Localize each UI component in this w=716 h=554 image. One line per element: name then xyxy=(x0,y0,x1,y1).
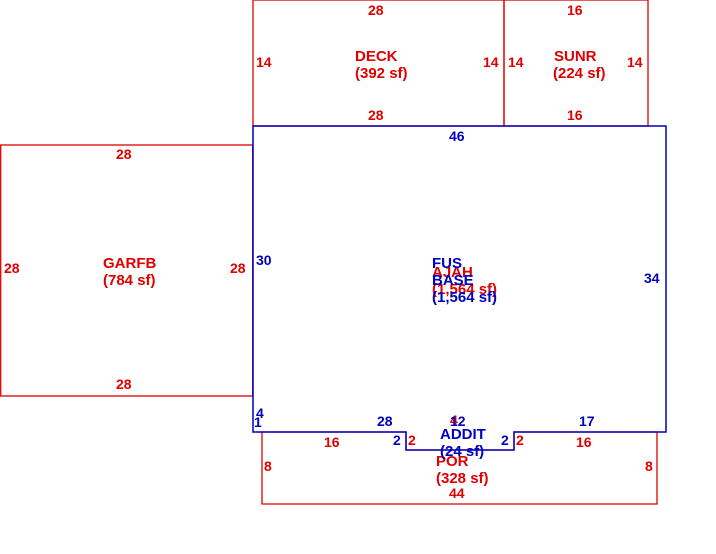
por-area: POR (328 sf) 16 16 2 2 4 8 8 44 xyxy=(261,412,658,505)
fus-area-sf: (1,564 sf) xyxy=(432,289,497,306)
por-area-sf: (328 sf) xyxy=(436,470,489,487)
por-dim-right: 8 xyxy=(645,458,653,474)
garfb-dim-top: 28 xyxy=(116,146,132,162)
por-dim-top-left: 16 xyxy=(324,434,340,450)
deck-label: DECK xyxy=(355,48,398,65)
deck-dim-left: 14 xyxy=(256,54,272,70)
main-dim-step-vert: 4 xyxy=(256,405,264,421)
sunr-label: SUNR xyxy=(554,48,597,65)
base-label: BASE xyxy=(432,272,474,289)
por-dim-bottom: 44 xyxy=(449,485,465,501)
sunr-dim-bottom: 16 xyxy=(567,107,583,123)
garfb-dim-bottom: 28 xyxy=(116,376,132,392)
addit-area-sf: (24 sf) xyxy=(440,443,484,460)
por-label: POR xyxy=(436,453,469,470)
deck-area-sf: (392 sf) xyxy=(355,65,408,82)
main-area: FUS BASE (1,564 sf) 46 30 34 28 17 4 1 xyxy=(252,125,667,451)
sunr-dim-top: 16 xyxy=(567,2,583,18)
deck-dim-top: 28 xyxy=(368,2,384,18)
por-dim-left: 8 xyxy=(264,458,272,474)
garfb-area: GARFB (784 sf) 28 28 28 28 xyxy=(0,144,254,397)
sunr-dim-left: 14 xyxy=(508,54,524,70)
por-dim-step-right: 2 xyxy=(516,432,524,448)
main-dim-bottom-right: 17 xyxy=(579,413,595,429)
main-dim-bottom-left: 28 xyxy=(377,413,393,429)
addit-dim-left: 2 xyxy=(393,432,401,448)
sunr-area: SUNR (224 sf) 16 14 14 16 xyxy=(503,0,649,127)
por-dim-step-left: 2 xyxy=(408,432,416,448)
addit-dim-right: 2 xyxy=(501,432,509,448)
por-dim-step-mid: 4 xyxy=(450,412,458,428)
main-dim-top: 46 xyxy=(449,128,465,144)
ajah-area: AJAH (1,564 sf) xyxy=(432,264,497,298)
main-dim-left: 30 xyxy=(256,252,272,268)
addit-dim-top: 12 xyxy=(450,413,466,429)
main-dim-step-horiz: 1 xyxy=(254,414,262,430)
garfb-dim-left: 28 xyxy=(4,260,20,276)
garfb-label: GARFB xyxy=(103,255,156,272)
sunr-dim-right: 14 xyxy=(627,54,643,70)
sunr-area-sf: (224 sf) xyxy=(553,65,606,82)
ajah-label: AJAH xyxy=(432,264,473,281)
garfb-dim-right: 28 xyxy=(230,260,246,276)
deck-dim-bottom: 28 xyxy=(368,107,384,123)
garfb-area-sf: (784 sf) xyxy=(103,272,156,289)
deck-dim-right: 14 xyxy=(483,54,499,70)
main-outline xyxy=(252,125,667,451)
ajah-area-sf: (1,564 sf) xyxy=(432,281,497,298)
addit-label: ADDIT xyxy=(440,426,486,443)
addit-area: ADDIT (24 sf) 2 2 12 xyxy=(393,413,509,460)
fus-label: FUS xyxy=(432,255,462,272)
por-dim-top-right: 16 xyxy=(576,434,592,450)
main-dim-right: 34 xyxy=(644,270,660,286)
deck-area: DECK (392 sf) 28 14 14 28 xyxy=(252,0,505,127)
